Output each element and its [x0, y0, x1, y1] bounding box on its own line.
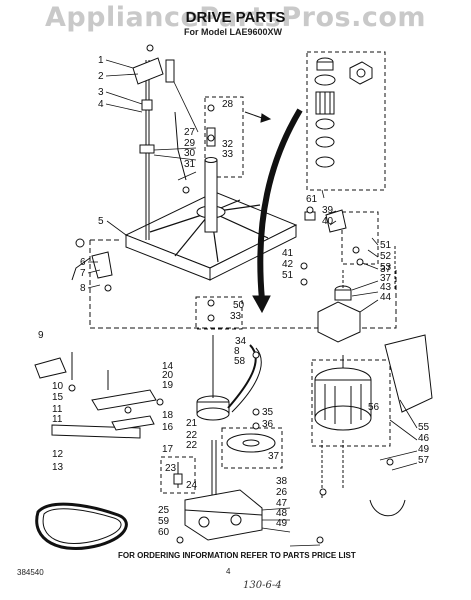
callout-40: 40 — [322, 216, 334, 227]
group-box-56 — [311, 359, 391, 447]
callout-51: 51 — [380, 240, 392, 251]
callout-8-center: 8 — [234, 346, 240, 357]
callout-1: 1 — [98, 55, 104, 66]
group-box-50-33 — [195, 296, 243, 330]
callout-55: 55 — [418, 422, 430, 433]
callout-13: 13 — [52, 462, 64, 473]
callout-43: 43 — [380, 282, 392, 293]
spring-27 — [165, 59, 175, 83]
page-number: 4 — [226, 567, 231, 576]
callout-14: 14 — [162, 361, 174, 372]
motor-bracket — [317, 301, 361, 343]
callout-46: 46 — [418, 433, 430, 444]
drive-belt — [35, 502, 128, 550]
callout-30: 30 — [184, 148, 196, 159]
model-line: For Model LAE9600XW — [184, 27, 283, 37]
clamp-57 — [369, 499, 406, 517]
callout-36: 36 — [262, 419, 274, 430]
callout-33-lower: 33 — [230, 311, 242, 322]
callout-32: 32 — [222, 139, 234, 150]
callout-49-right: 49 — [418, 444, 430, 455]
callout-29: 29 — [184, 138, 196, 149]
callout-59: 59 — [158, 516, 170, 527]
callout-50: 50 — [233, 300, 245, 311]
callout-58: 58 — [234, 356, 246, 367]
group-box-61-parts — [306, 51, 386, 191]
callout-37: 37 — [268, 451, 280, 462]
callout-28: 28 — [222, 99, 234, 110]
callout-4: 4 — [98, 99, 104, 110]
callout-60: 60 — [158, 527, 170, 538]
drive-motor — [314, 355, 372, 431]
callout-61: 61 — [306, 194, 318, 205]
callout-19: 19 — [162, 380, 174, 391]
callout-10: 10 — [52, 381, 64, 392]
callout-18: 18 — [162, 410, 174, 421]
callout-37-second: 37 — [380, 273, 392, 284]
callout-56: 56 — [368, 402, 380, 413]
reference-id: 384540 — [17, 568, 44, 577]
callout-52: 52 — [380, 251, 392, 262]
spin-tube — [204, 159, 218, 233]
callout-24: 24 — [186, 480, 198, 491]
callout-11: 11 — [52, 404, 63, 415]
group-box-36-37 — [221, 427, 283, 469]
callout-8: 8 — [80, 283, 86, 294]
callout-57: 57 — [418, 455, 430, 466]
callout-22: 22 — [186, 430, 198, 441]
callout-15: 15 — [52, 392, 64, 403]
callout-27: 27 — [184, 127, 196, 138]
callout-5: 5 — [98, 216, 104, 227]
transmission — [184, 440, 263, 541]
callout-37-right: 37 — [380, 264, 392, 275]
group-box-23-24 — [160, 456, 196, 494]
callout-49: 49 — [276, 518, 288, 529]
callout-33: 33 — [222, 149, 234, 160]
callout-23: 23 — [165, 463, 177, 474]
callout-39: 39 — [322, 205, 334, 216]
base-assembly-outline — [89, 240, 397, 329]
callout-44: 44 — [380, 292, 392, 303]
callout-12: 12 — [52, 449, 64, 460]
callout-3: 3 — [98, 87, 104, 98]
callout-26: 26 — [276, 487, 288, 498]
callout-51-left: 51 — [282, 270, 294, 281]
pulley-36 — [226, 433, 276, 453]
diagram-title: DRIVE PARTS — [185, 9, 286, 26]
callout-42: 42 — [282, 259, 294, 270]
watermark: AppliancePartsPros.com — [44, 2, 427, 33]
callout-17: 17 — [162, 444, 174, 455]
callout-53: 53 — [380, 262, 392, 273]
handwritten-note: 130-6-4 — [243, 580, 282, 591]
callout-48: 48 — [276, 508, 288, 519]
callout-21: 21 — [186, 418, 198, 429]
callout-7: 7 — [80, 268, 86, 279]
callout-25: 25 — [158, 505, 170, 516]
brake-assembly — [196, 335, 230, 421]
motor-cover — [384, 334, 433, 413]
callout-11-lower: 11 — [52, 414, 63, 425]
pointer-arrow — [257, 108, 303, 301]
callout-22-lower: 22 — [186, 440, 198, 451]
callout-16: 16 — [162, 422, 174, 433]
callout-35: 35 — [262, 407, 274, 418]
linkage-assembly — [34, 352, 164, 439]
ordering-note: FOR ORDERING INFORMATION REFER TO PARTS … — [118, 551, 356, 560]
callout-41: 41 — [282, 248, 294, 259]
callout-38: 38 — [276, 476, 288, 487]
callout-20: 20 — [162, 370, 174, 381]
callout-47: 47 — [276, 498, 288, 509]
callout-6: 6 — [80, 257, 86, 268]
group-box-51-53 — [341, 211, 379, 265]
callout-9: 9 — [38, 330, 44, 341]
group-box-28-33 — [204, 96, 244, 178]
seal-kit-parts — [314, 57, 373, 168]
callout-34: 34 — [235, 336, 247, 347]
callout-2: 2 — [98, 71, 104, 82]
callout-31: 31 — [184, 159, 196, 170]
